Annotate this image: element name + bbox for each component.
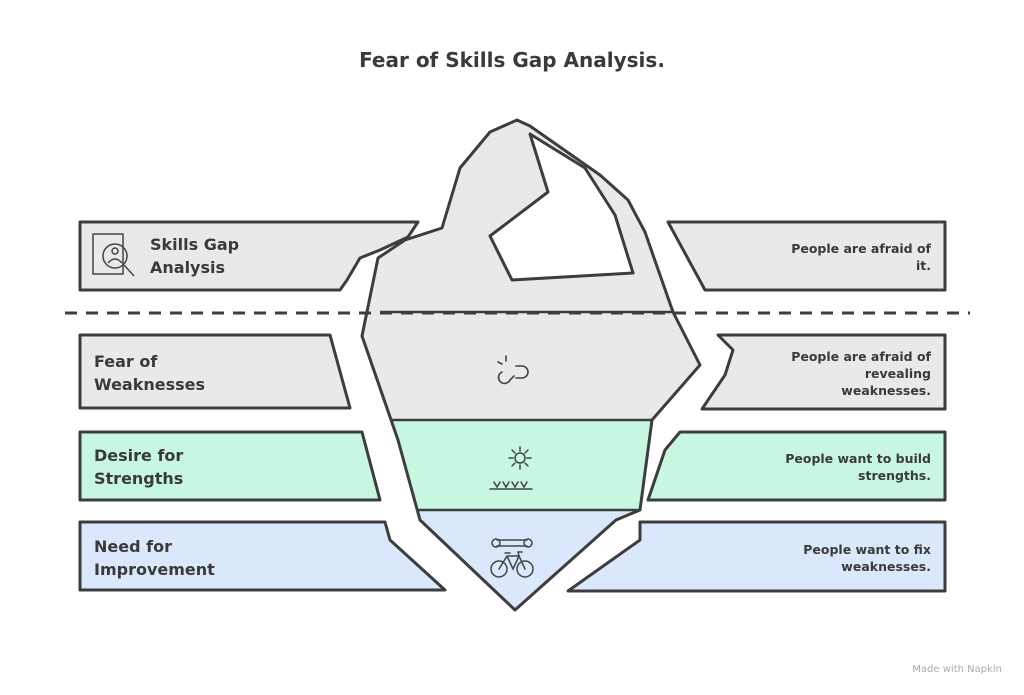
layer-label-fear: Fear of Weaknesses [94,350,205,396]
label-line: Fear of [94,352,158,371]
right-box-skills-gap [666,220,947,292]
layer-label-skills-gap: Skills Gap Analysis [150,233,239,279]
broken-link-icon [497,355,529,385]
bike-wrench-icon [490,538,534,578]
diagram-title: Fear of Skills Gap Analysis. [359,48,665,72]
description-line: weaknesses. [841,559,931,574]
description-line: People want to build [785,451,931,466]
left-box-need [78,520,447,592]
iceberg-snow-cap [488,132,635,282]
label-line: Need for [94,537,172,556]
description-line: revealing [864,366,931,381]
description-line: weaknesses. [841,383,931,398]
label-line: Skills Gap [150,235,240,254]
description-line: People are afraid of [791,241,931,256]
layer-description-desire: People want to build strengths. [731,450,931,484]
left-box-desire [78,430,382,502]
label-line: Desire for [94,446,184,465]
right-box-desire [646,430,947,502]
skills-analysis-icon [92,233,135,277]
layer-label-desire: Desire for Strengths [94,444,183,490]
description-line: strengths. [858,468,931,483]
left-box-fear [78,333,352,410]
label-line: Strengths [94,469,184,488]
iceberg-outline [360,118,702,612]
layer-label-need: Need for Improvement [94,535,215,581]
right-box-fear [700,333,947,411]
layer-description-need: People want to fix weaknesses. [731,541,931,575]
label-line: Analysis [150,258,226,277]
label-line: Weaknesses [94,375,206,394]
description-line: People are afraid of [791,349,931,364]
right-box-need [566,520,947,593]
layer-description-skills-gap: People are afraid of it. [731,240,931,274]
sun-growth-icon [489,446,533,490]
label-line: Improvement [94,560,215,579]
layer-description-fear: People are afraid of revealing weaknesse… [731,348,931,399]
watermark: Made with Napkin [912,664,1002,675]
description-line: it. [915,258,931,273]
description-line: People want to fix [803,542,931,557]
left-box-skills-gap [78,220,420,292]
